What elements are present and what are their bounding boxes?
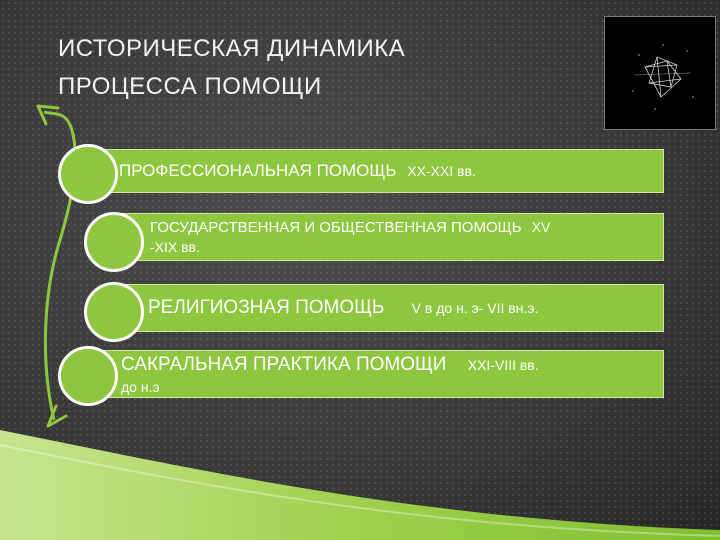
timeline-marker-4 [58, 346, 118, 406]
item-period: V в до н. э- VII вн.э. [411, 300, 539, 316]
item-title: САКРАЛЬНАЯ ПРАКТИКА ПОМОЩИ [121, 354, 447, 375]
item-title: РЕЛИГИОЗНАЯ ПОМОЩЬ [148, 297, 385, 318]
thumbnail-image [604, 16, 716, 130]
arrow-up-left-icon [36, 104, 60, 126]
item-period-continued: до н.э [121, 379, 160, 395]
title-line-1: ИСТОРИЧЕСКАЯ ДИНАМИКА [58, 35, 406, 62]
item-period: XV [531, 219, 551, 235]
timeline-marker-3 [84, 282, 144, 342]
item-period: XX-XXI вв. [407, 163, 476, 179]
title-line-2: ПРОЦЕССА ПОМОЩИ [58, 73, 322, 100]
timeline-item-religious: РЕЛИГИОЗНАЯ ПОМОЩЬ V в до н. э- VII вн.э… [115, 284, 664, 332]
item-title: ГОСУДАРСТВЕННАЯ И ОБЩЕСТВЕННАЯ ПОМОЩЬ [150, 219, 522, 236]
arrow-down-left-icon [46, 404, 68, 428]
timeline-item-state-public: ГОСУДАРСТВЕННАЯ И ОБЩЕСТВЕННАЯ ПОМОЩЬ XV… [115, 213, 664, 261]
item-period: XXI-VIII вв. [467, 357, 539, 373]
timeline-item-sacral: САКРАЛЬНАЯ ПРАКТИКА ПОМОЩИ XXI-VIII вв. … [88, 350, 664, 398]
item-period-continued: -XIX вв. [150, 239, 200, 255]
timeline-marker-2 [84, 212, 144, 272]
timeline-marker-1 [58, 144, 118, 204]
timeline-item-professional: ПРОФЕССИОНАЛЬНАЯ ПОМОЩЬ XX-XXI вв. [88, 149, 664, 193]
wireframe-polyhedron-icon [632, 44, 694, 110]
item-title: ПРОФЕССИОНАЛЬНАЯ ПОМОЩЬ [119, 161, 397, 180]
slide-title: ИСТОРИЧЕСКАЯ ДИНАМИКА ПРОЦЕССА ПОМОЩИ [58, 30, 478, 106]
